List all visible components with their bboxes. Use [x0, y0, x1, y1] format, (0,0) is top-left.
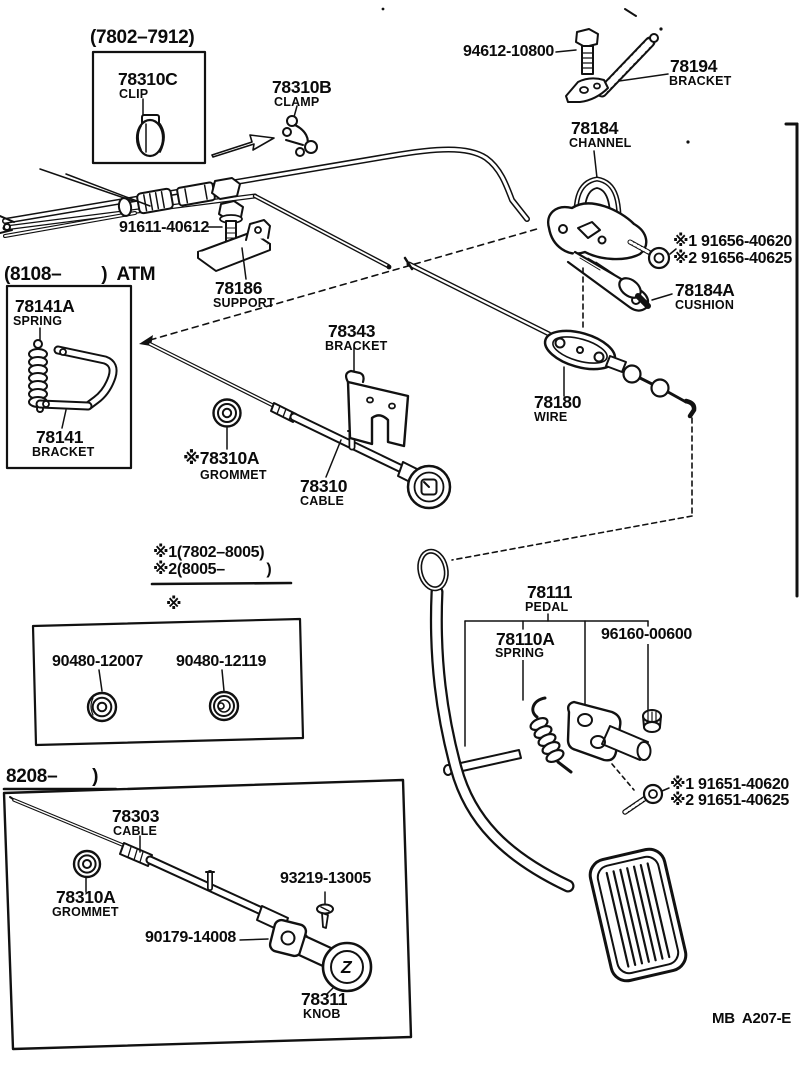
callout-78310-name: CABLE	[300, 494, 345, 508]
bolt-91651-drawing	[622, 783, 670, 815]
callout-78310b-number: 78310B	[272, 77, 332, 97]
callout-78194-name: BRACKET	[669, 74, 732, 88]
grommet-78310a-drawing	[212, 398, 242, 450]
callout-91611-40612: 91611-40612	[119, 219, 210, 236]
callout-78111-name: PEDAL	[525, 600, 569, 614]
cushion-78184a-drawing	[618, 277, 673, 309]
callout-78310a-name: GROMMET	[200, 468, 267, 482]
callout-96160-00600: 96160-00600	[601, 626, 693, 644]
callout-note-line1: ※1(7802–8005)	[153, 544, 265, 561]
callout-91651-40625: ※2 91651-40625	[670, 792, 790, 809]
callout-78184-number: 78184	[571, 118, 619, 138]
callout-8208-header: 8208– )	[6, 766, 99, 787]
clamp-78310b-drawing	[211, 105, 318, 158]
callout-90480-12119: 90480-12119	[176, 653, 267, 670]
callout-78141a-number: 78141A	[15, 296, 75, 316]
dashed-links	[139, 228, 693, 791]
bracket-78194-drawing	[565, 33, 669, 103]
callout-78310b-name: CLAMP	[274, 95, 320, 109]
callout-78180-name: WIRE	[534, 410, 568, 424]
box-8208-drawing	[2, 778, 413, 1051]
callout-78343-name: BRACKET	[325, 339, 388, 353]
callout-78184a-number: 78184A	[675, 280, 735, 300]
callout-78184-name: CHANNEL	[569, 136, 632, 150]
callout-91656-40625: ※2 91656-40625	[673, 250, 793, 267]
callout-94612-10800: 94612-10800	[463, 43, 555, 60]
callout-78110a-name: SPRING	[495, 646, 545, 660]
grommet-box-drawing	[31, 617, 305, 747]
callout-78303-name: CABLE	[113, 824, 158, 838]
callout-78111-number: 78111	[527, 582, 573, 602]
support-78186-drawing	[197, 219, 271, 280]
callout-91651-40620: ※1 91651-40620	[670, 776, 790, 793]
bracket-78343-drawing	[344, 346, 410, 448]
screws-91656-drawing	[627, 239, 677, 270]
callout-78310-number: 78310	[300, 476, 348, 496]
bolt-91611-drawing	[207, 200, 244, 246]
callout-78310c-number: 78310C	[118, 69, 178, 89]
callout-78194-number: 78194	[670, 56, 718, 76]
callout-78310a2-name: GROMMET	[52, 905, 119, 919]
pedal-drawing	[417, 548, 688, 983]
atm-cable-drawing	[148, 342, 452, 510]
callout-78141a-name: SPRING	[13, 314, 63, 328]
callout-93219-13005: 93219-13005	[280, 870, 372, 887]
page-frame	[381, 7, 799, 598]
bolt-94612-drawing	[555, 28, 599, 75]
callout-78311-name: KNOB	[303, 1007, 341, 1021]
callout-78343-number: 78343	[328, 321, 376, 341]
knob-z-glyph: Z	[341, 957, 352, 977]
callout-78311-number: 78311	[301, 989, 348, 1009]
callout-78186-name: SUPPORT	[213, 296, 275, 310]
callout-78186-number: 78186	[215, 278, 263, 298]
callout-note-line2: ※2(8005– )	[153, 561, 272, 578]
callout-range-7802-7912: (7802–7912)	[90, 27, 195, 48]
callout-78310a-number: ※78310A	[183, 448, 260, 468]
callout-78141-number: 78141	[36, 427, 84, 447]
callout-78310a2-number: 78310A	[56, 887, 116, 907]
wire-78180-drawing	[543, 329, 697, 419]
atm-box-drawing	[5, 284, 133, 470]
callout-90179-14008: 90179-14008	[145, 929, 237, 946]
callout-78180-number: 78180	[534, 392, 582, 412]
callout-90480-12007: 90480-12007	[52, 653, 144, 670]
callout-78184a-name: CUSHION	[675, 298, 735, 312]
callout-note-symbol: ※	[166, 596, 182, 613]
callout-atm-header: (8108– ) ATM	[4, 264, 156, 285]
callout-78303-number: 78303	[112, 806, 160, 826]
callout-78310c-name: CLIP	[119, 87, 149, 101]
top-cables-drawing	[0, 146, 552, 337]
clip-box-drawing	[91, 50, 207, 165]
callout-78141-name: BRACKET	[32, 445, 95, 459]
callout-78110a-number: 78110A	[496, 629, 555, 649]
page-code: MB A207-E	[712, 1010, 791, 1027]
callout-91656-40620: ※1 91656-40620	[673, 233, 793, 250]
notes-underline	[150, 581, 293, 586]
